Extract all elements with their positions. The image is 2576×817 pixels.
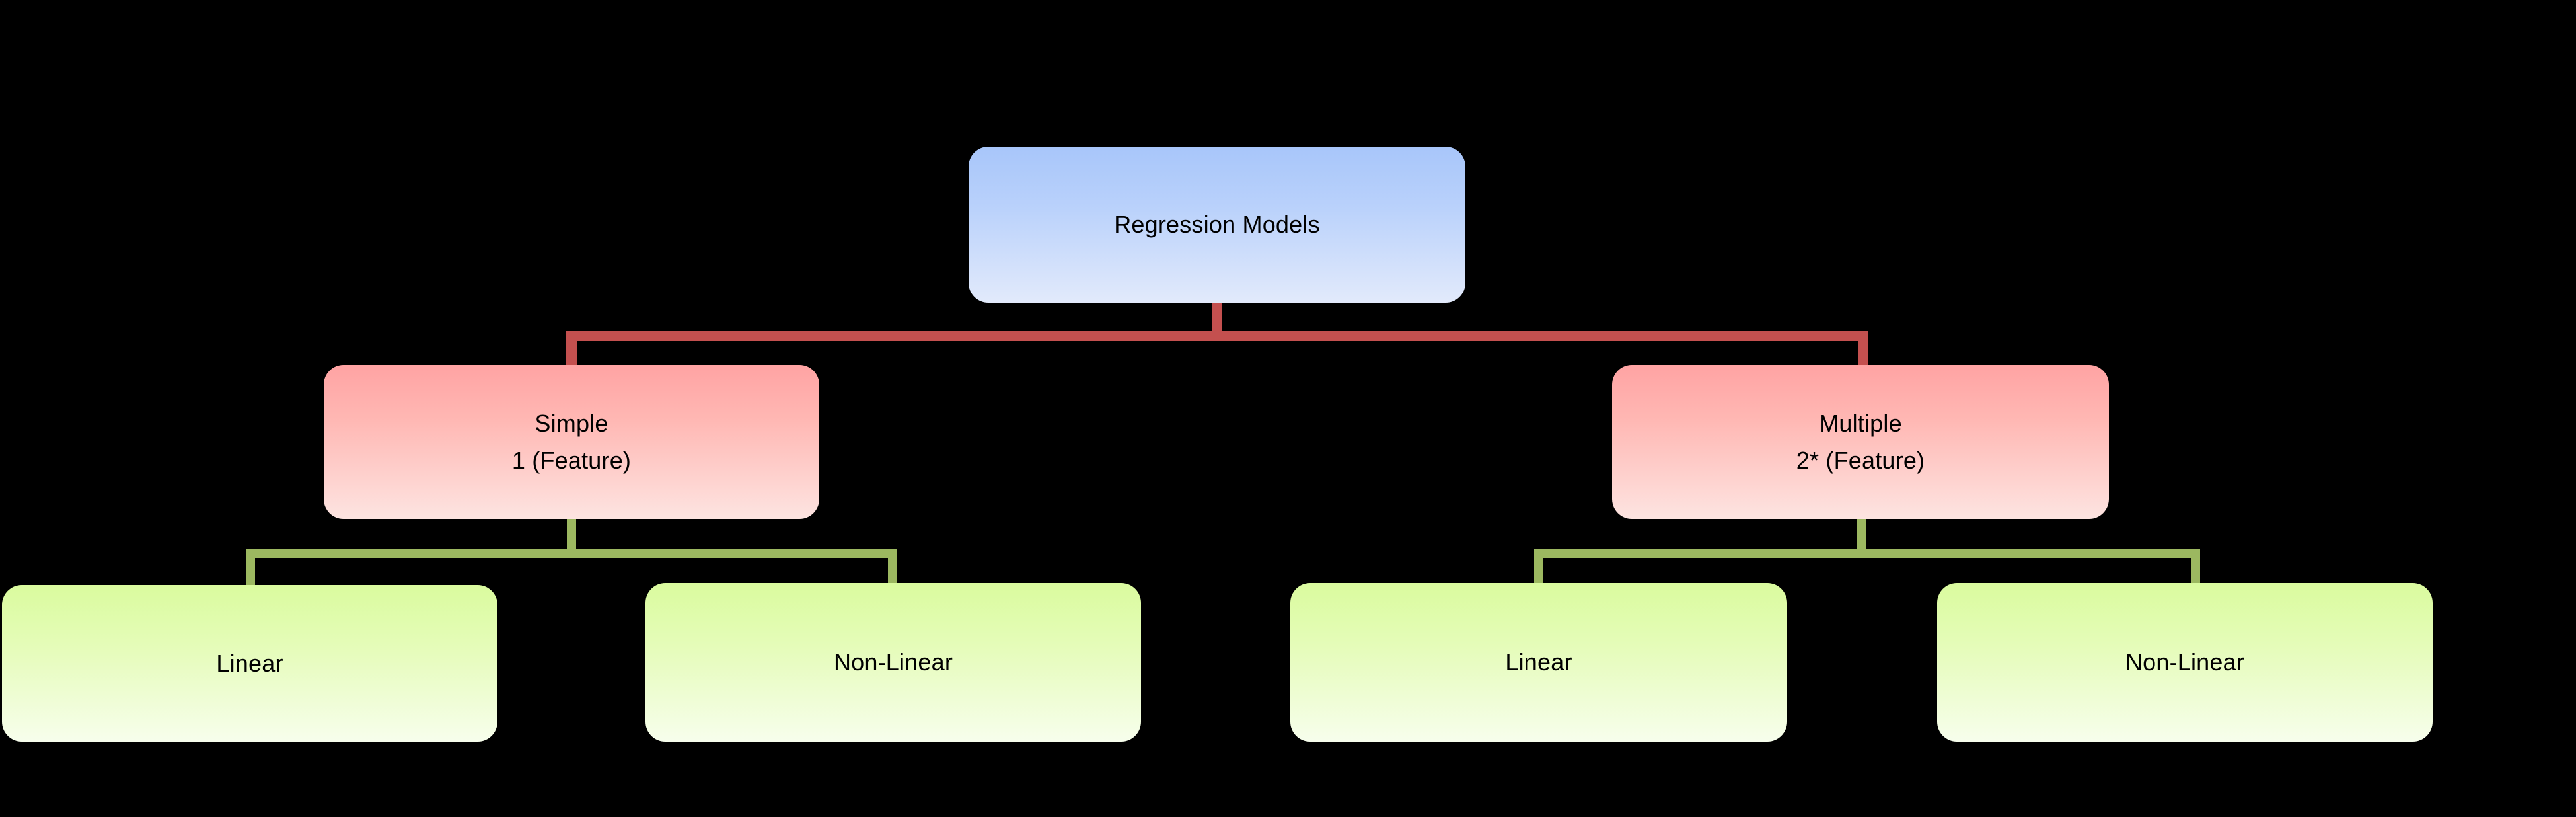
connector-simple-horizontal-bus [246, 549, 897, 558]
connector-root-stem [1212, 303, 1222, 332]
node-regression-models[interactable]: Regression Models [969, 147, 1465, 303]
connector-drop-simple-nonlinear [888, 549, 897, 588]
connector-multiple-stem [1857, 519, 1866, 551]
node-simple-linear[interactable]: Linear [2, 585, 497, 742]
node-simple-linear-label: Linear [216, 649, 283, 677]
node-simple-nonlinear-label: Non-Linear [833, 648, 953, 676]
connector-drop-multiple [1858, 331, 1868, 368]
node-regression-models-label: Regression Models [1114, 211, 1320, 239]
connector-drop-multiple-nonlinear [2191, 549, 2200, 588]
node-multiple-label: Multiple [1819, 409, 1902, 437]
node-simple-label: Simple [534, 409, 608, 437]
connector-drop-simple-linear [246, 549, 255, 588]
node-multiple-nonlinear[interactable]: Non-Linear [1937, 583, 2433, 742]
node-multiple-sublabel: 2* (Feature) [1796, 446, 1925, 474]
connector-drop-simple [566, 331, 577, 368]
node-simple[interactable]: Simple 1 (Feature) [324, 365, 819, 519]
node-multiple[interactable]: Multiple 2* (Feature) [1612, 365, 2109, 519]
node-multiple-nonlinear-label: Non-Linear [2125, 648, 2245, 676]
node-simple-sublabel: 1 (Feature) [511, 446, 632, 474]
node-simple-nonlinear[interactable]: Non-Linear [645, 583, 1141, 742]
connector-drop-multiple-linear [1534, 549, 1543, 588]
node-multiple-linear-label: Linear [1505, 648, 1572, 676]
connector-multiple-horizontal-bus [1534, 549, 2200, 558]
connector-root-horizontal-bus [566, 331, 1868, 341]
connector-simple-stem [567, 519, 576, 551]
node-multiple-linear[interactable]: Linear [1290, 583, 1787, 742]
